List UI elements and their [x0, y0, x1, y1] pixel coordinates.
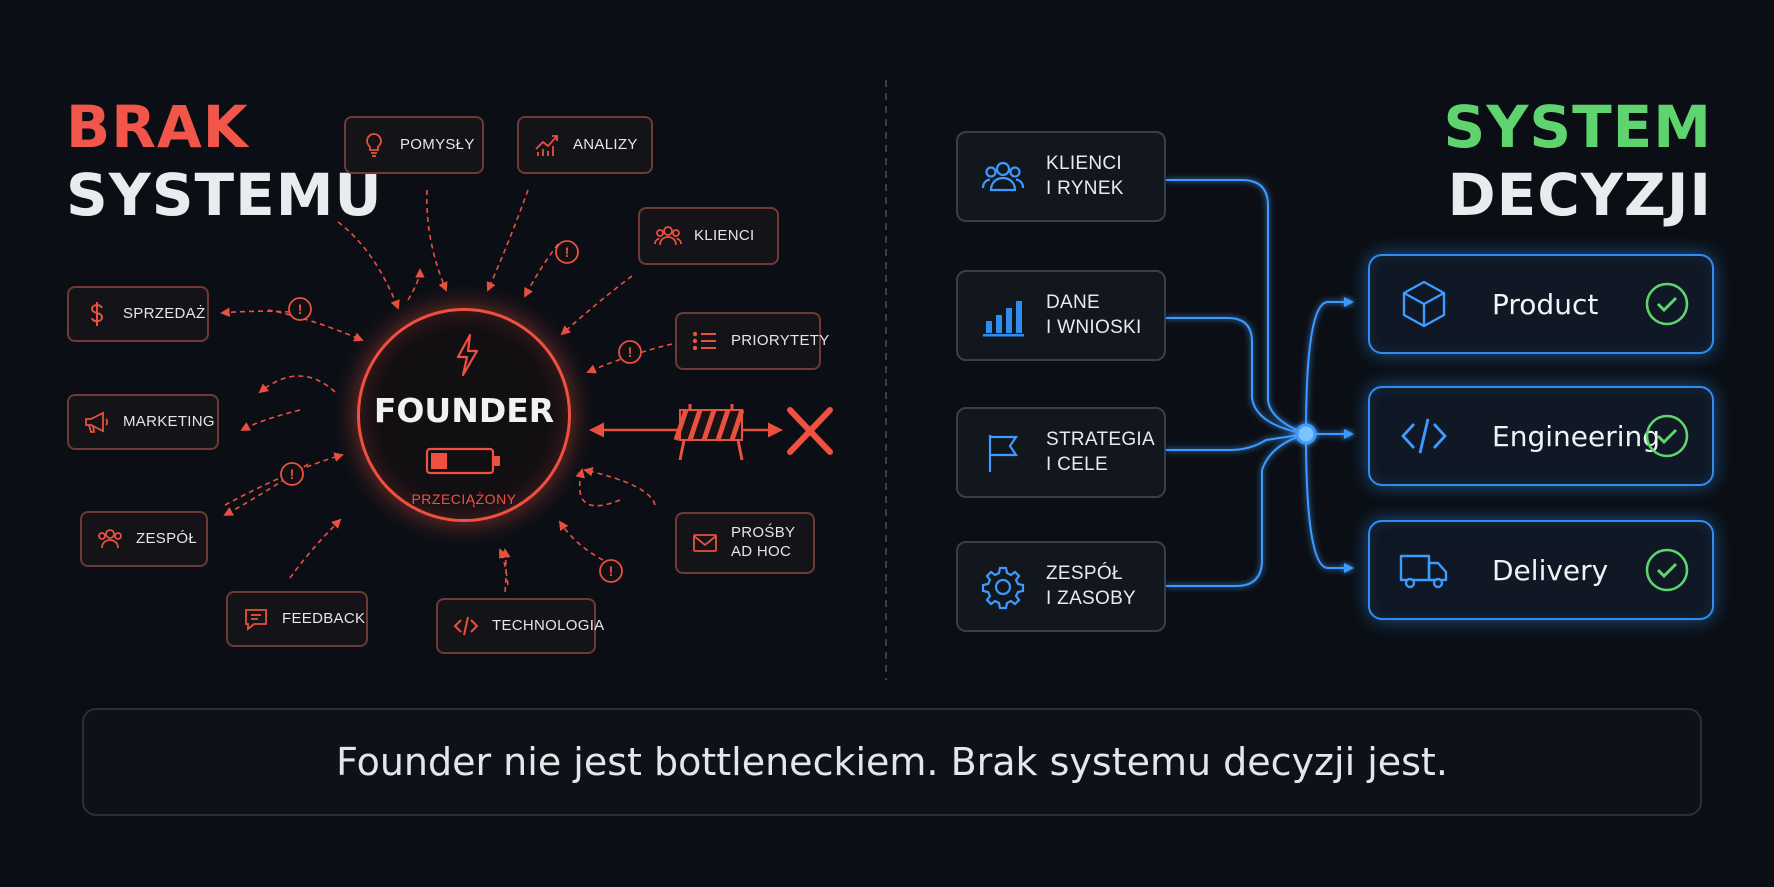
output-product: Product — [1368, 254, 1714, 354]
chaos-item-pomysly: POMYSŁY — [344, 116, 484, 174]
svg-text:!: ! — [298, 301, 303, 317]
chaos-item-label: KLIENCI — [694, 226, 755, 244]
chat-icon — [242, 605, 270, 633]
chaos-item-priorytety: PRIORYTETY — [675, 312, 829, 370]
output-engineering: Engineering — [1368, 386, 1714, 486]
right-title-line1: SYSTEM — [1443, 93, 1712, 161]
input-label: STRATEGIA I CELE — [1046, 428, 1155, 475]
caption-text: Founder nie jest bottleneckiem. Brak sys… — [336, 740, 1448, 784]
chaos-item-technologia: TECHNOLOGIA — [436, 598, 604, 654]
chaos-item-analizy: ANALIZY — [517, 116, 653, 174]
chaos-item-label: PRIORYTETY — [731, 331, 830, 349]
low-battery-icon — [425, 447, 500, 475]
chaos-item-label: ZESPÓŁ — [136, 529, 197, 547]
gear-icon — [980, 564, 1026, 610]
users-icon — [96, 525, 124, 553]
svg-text:!: ! — [290, 466, 295, 482]
svg-text:!: ! — [565, 244, 570, 260]
barrier-icon — [673, 404, 745, 461]
users-icon — [654, 222, 682, 250]
chart-trend-icon — [533, 131, 561, 159]
check-icon — [1645, 414, 1689, 458]
output-label: Product — [1492, 287, 1599, 321]
input-label: DANE I WNIOSKI — [1046, 291, 1142, 338]
right-title: SYSTEM DECYZJI — [1444, 98, 1712, 224]
megaphone-icon — [83, 408, 111, 436]
chaos-item-label: POMYSŁY — [400, 135, 475, 153]
right-title-line2: DECYZJI — [1447, 161, 1712, 229]
lightbulb-icon — [360, 131, 388, 159]
founder-name: FOUNDER — [373, 391, 555, 430]
chaos-item-prosby: PROŚBY AD HOC — [675, 512, 815, 574]
list-icon — [691, 327, 719, 355]
chaos-item-zespol: ZESPÓŁ — [80, 511, 208, 567]
warning-icons — [280, 240, 642, 583]
output-label: Engineering — [1492, 419, 1660, 453]
input-zespol-zasoby: ZESPÓŁ I ZASOBY — [956, 541, 1166, 632]
blocked-x-icon — [787, 407, 833, 455]
truck-icon — [1398, 544, 1450, 596]
founder-status: PRZECIĄŻONY — [411, 491, 517, 507]
cube-icon — [1398, 278, 1450, 330]
chaos-item-label: TECHNOLOGIA — [492, 616, 605, 634]
flag-icon — [980, 430, 1026, 476]
chaos-item-label: FEEDBACK — [282, 609, 366, 627]
input-dane-wnioski: DANE I WNIOSKI — [956, 270, 1166, 361]
chaos-item-label: ANALIZY — [573, 135, 638, 153]
founder-hub: FOUNDER PRZECIĄŻONY — [357, 308, 571, 522]
code-icon — [1398, 410, 1450, 462]
left-title: BRAK SYSTEMU — [66, 98, 383, 224]
output-delivery: Delivery — [1368, 520, 1714, 620]
svg-text:!: ! — [628, 344, 633, 360]
check-icon — [1645, 548, 1689, 592]
left-title-line1: BRAK — [66, 93, 249, 161]
input-label: KLIENCI I RYNEK — [1046, 152, 1124, 199]
output-label: Delivery — [1492, 553, 1609, 587]
flow-lines — [1166, 179, 1354, 587]
chaos-item-label: MARKETING — [123, 412, 215, 430]
chaos-item-label: SPRZEDAŻ — [123, 304, 206, 322]
bar-chart-icon — [980, 293, 1026, 339]
code-icon — [452, 612, 480, 640]
input-label: ZESPÓŁ I ZASOBY — [1046, 562, 1137, 609]
check-icon — [1645, 282, 1689, 326]
flow-hub — [1295, 423, 1317, 445]
chaos-item-marketing: MARKETING — [67, 394, 219, 450]
left-title-line2: SYSTEMU — [66, 161, 383, 229]
input-klienci-rynek: KLIENCI I RYNEK — [956, 131, 1166, 222]
dollar-icon — [83, 300, 111, 328]
lightning-icon — [456, 333, 479, 377]
chaos-item-feedback: FEEDBACK — [226, 591, 368, 647]
chaos-arrows — [224, 189, 673, 586]
blocked-path — [589, 404, 833, 461]
chaos-item-klienci: KLIENCI — [638, 207, 779, 265]
chaos-item-label: PROŚBY AD HOC — [731, 524, 796, 560]
envelope-icon — [691, 529, 719, 557]
caption-banner: Founder nie jest bottleneckiem. Brak sys… — [82, 708, 1702, 816]
input-strategia-cele: STRATEGIA I CELE — [956, 407, 1166, 498]
svg-text:!: ! — [609, 563, 614, 579]
warning-marks: ! ! ! ! ! — [290, 244, 633, 579]
users-icon — [980, 154, 1026, 200]
chaos-item-sprzedaz: SPRZEDAŻ — [67, 286, 209, 342]
